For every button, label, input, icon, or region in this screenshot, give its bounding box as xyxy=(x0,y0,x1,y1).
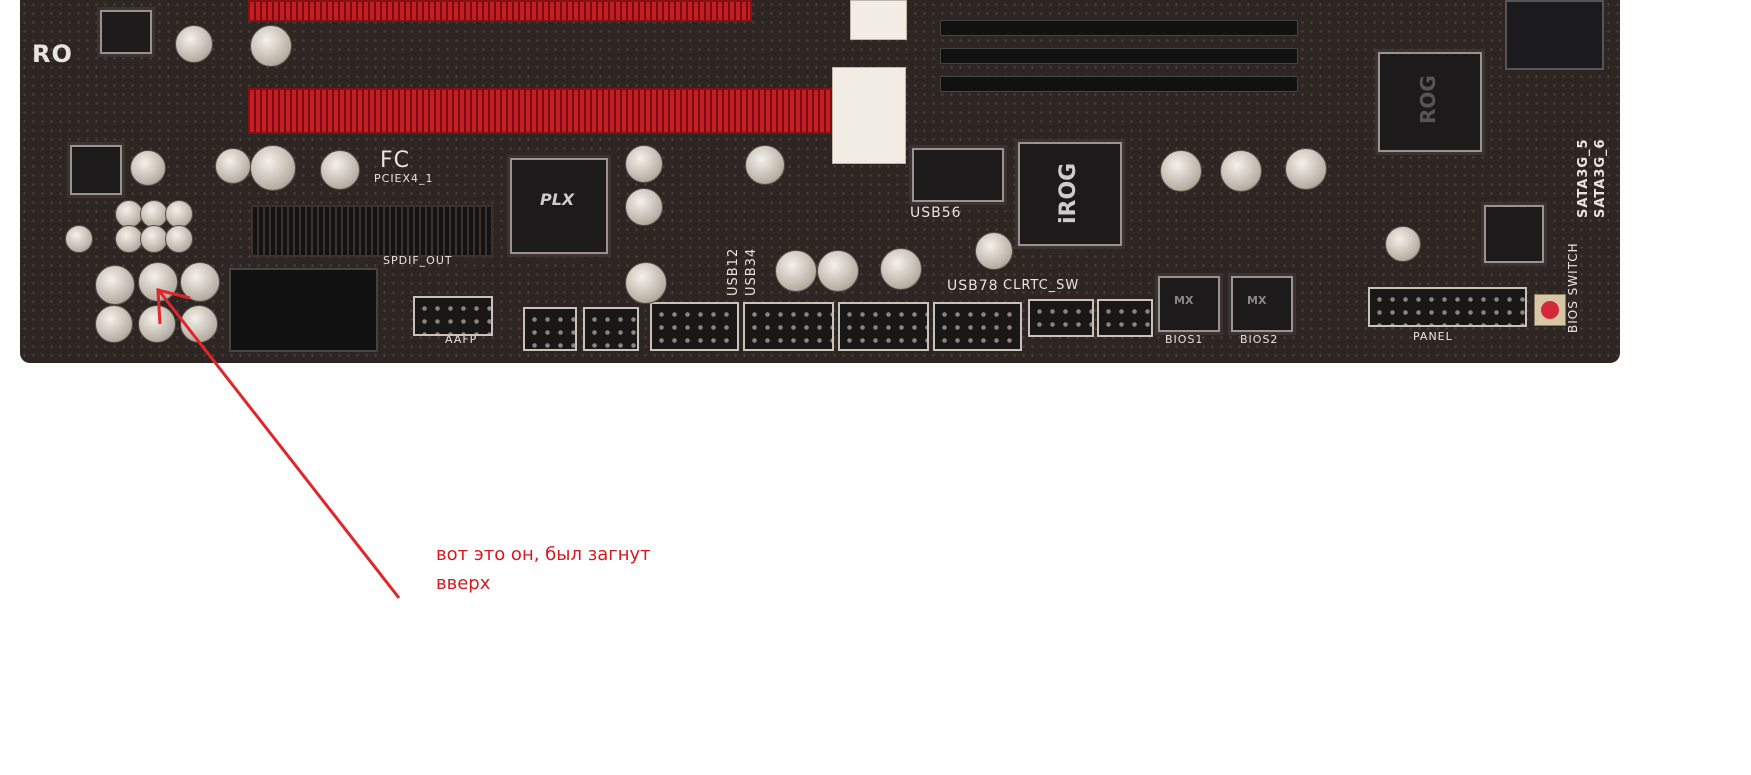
jumper-header xyxy=(1097,299,1153,337)
plx-chip: PLX xyxy=(510,158,608,254)
usb78-label: USB78 xyxy=(947,278,999,294)
fcc-mark: FC xyxy=(380,148,411,173)
pciex4-label: PCIEX4_1 xyxy=(374,172,434,185)
panel-header xyxy=(1368,287,1527,327)
annotation-line-2: вверх xyxy=(436,573,491,594)
capacitor xyxy=(975,232,1013,270)
capacitor xyxy=(165,225,193,253)
capacitor xyxy=(115,225,143,253)
capacitor xyxy=(817,250,859,292)
capacitor xyxy=(215,148,251,184)
capacitor xyxy=(65,225,93,253)
ram-slot xyxy=(940,48,1298,64)
ram-slot xyxy=(940,20,1298,36)
capacitor xyxy=(130,150,166,186)
power-connector xyxy=(229,268,378,352)
usb34-header xyxy=(743,302,834,351)
bios2-chip: MX xyxy=(1231,276,1293,332)
pcie-x4-slot xyxy=(251,205,493,257)
arrow-head-icon xyxy=(156,288,191,325)
usb56-header xyxy=(838,302,929,351)
capacitor xyxy=(775,250,817,292)
aafp-label: AAFP xyxy=(445,333,478,346)
capacitor xyxy=(1385,226,1421,262)
audio-chip xyxy=(70,145,122,195)
slot-latch-top xyxy=(850,0,907,40)
capacitor xyxy=(140,200,168,228)
usb12-header xyxy=(650,302,739,351)
capacitor xyxy=(625,188,663,226)
bios1-label: BIOS1 xyxy=(1165,333,1204,346)
ram-slot xyxy=(940,76,1298,92)
usb56-label: USB56 xyxy=(910,205,962,221)
capacitor xyxy=(180,262,220,302)
capacitor xyxy=(625,262,667,304)
capacitor xyxy=(95,305,133,343)
pcie-x16-slot xyxy=(248,88,836,134)
clrtc-label: CLRTC_SW xyxy=(1003,278,1080,293)
capacitor xyxy=(625,145,663,183)
capacitor xyxy=(745,145,785,185)
irog-chip: iROG xyxy=(1018,142,1122,246)
capacitor xyxy=(320,150,360,190)
capacitor xyxy=(1220,150,1262,192)
sata-connector xyxy=(1505,0,1604,70)
capacitor xyxy=(1160,150,1202,192)
capacitor xyxy=(250,25,292,67)
capacitor xyxy=(250,145,296,191)
aafp-header xyxy=(413,296,493,336)
panel-label: PANEL xyxy=(1413,330,1453,343)
annotation-note: вот это он, был загнут вверх xyxy=(436,540,651,598)
bios2-label: BIOS2 xyxy=(1240,333,1279,346)
capacitor xyxy=(95,265,135,305)
capacitor xyxy=(175,25,213,63)
pcie-slot-latch xyxy=(832,67,906,164)
fan-header xyxy=(523,307,577,351)
fan-header xyxy=(583,307,639,351)
arrow-line xyxy=(158,291,401,599)
capacitor xyxy=(880,248,922,290)
annotation-line-1: вот это он, был загнут xyxy=(436,544,651,565)
pcie-slot-top-partial xyxy=(248,0,752,22)
chip-top-left xyxy=(100,10,152,54)
jumper-header xyxy=(1028,299,1094,337)
capacitor xyxy=(1285,148,1327,190)
rog-chip: ROG xyxy=(1378,52,1482,152)
capacitor xyxy=(138,305,176,343)
capacitor xyxy=(140,225,168,253)
small-chip xyxy=(1484,205,1544,263)
bios-switch-button xyxy=(1534,294,1566,326)
usb-controller-chip xyxy=(912,148,1004,202)
spdif-label: SPDIF_OUT xyxy=(383,254,453,267)
brand-partial: RO xyxy=(32,40,73,68)
bios1-chip: MX xyxy=(1158,276,1220,332)
button-cap-icon xyxy=(1541,301,1559,319)
usb78-header xyxy=(933,302,1022,351)
